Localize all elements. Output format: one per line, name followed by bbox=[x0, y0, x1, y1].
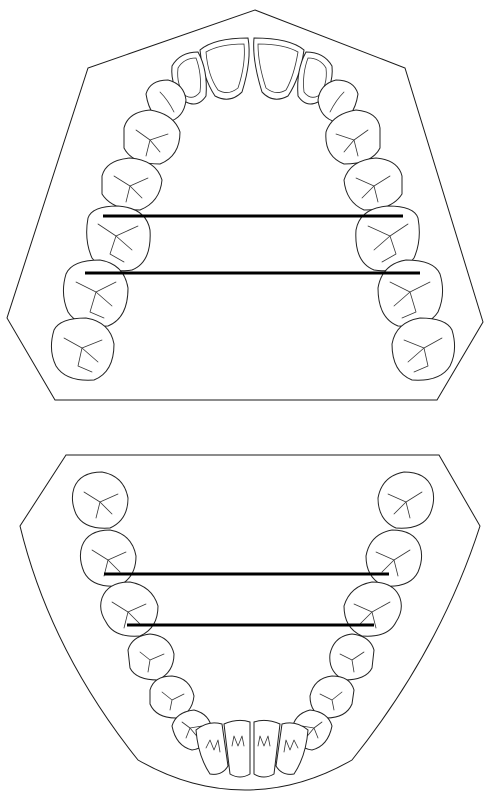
upper-arch bbox=[7, 10, 483, 400]
lower-third-molar-right bbox=[378, 472, 434, 528]
lower-second-molar-right bbox=[366, 530, 422, 586]
upper-second-premolar-left bbox=[102, 158, 162, 210]
lower-second-premolar-right bbox=[330, 634, 374, 680]
lower-second-premolar-left bbox=[128, 634, 174, 680]
lower-third-molar-left bbox=[72, 472, 128, 528]
upper-second-molar-left bbox=[63, 260, 128, 326]
upper-third-molar-left bbox=[51, 318, 114, 380]
lower-second-molar-left bbox=[80, 530, 136, 586]
lower-arch bbox=[20, 455, 480, 790]
upper-second-premolar-right bbox=[344, 158, 402, 210]
upper-third-molar-right bbox=[392, 318, 455, 380]
upper-second-molar-right bbox=[378, 260, 443, 326]
